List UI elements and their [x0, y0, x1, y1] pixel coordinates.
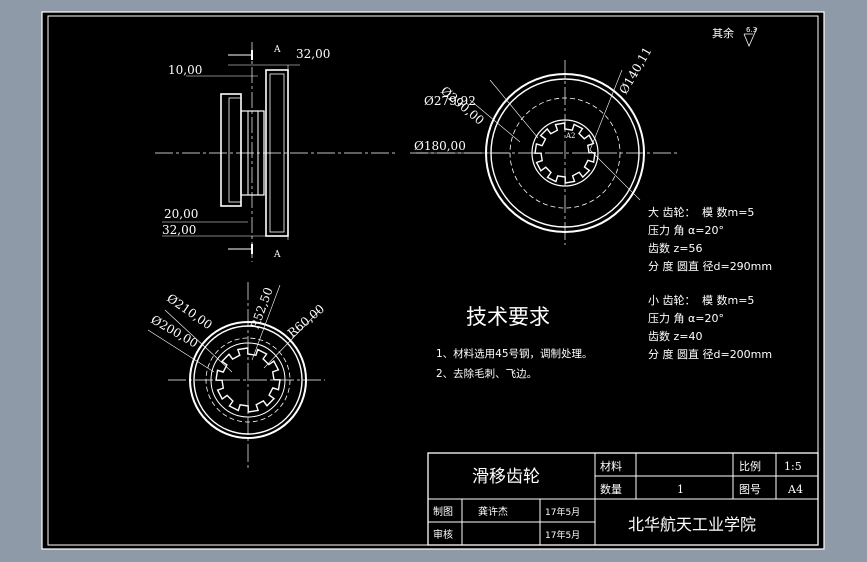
drawn-date: 17年5月	[545, 506, 580, 518]
large-gear-pitch-diameter: 分 度 圆直 径d=290mm	[648, 259, 772, 273]
small-gear-pressure-angle: 压力 角 α=20°	[648, 312, 724, 325]
scale-label: 比例	[739, 459, 761, 473]
small-gear-module: 模 数m=5	[702, 294, 754, 307]
dim-20: 20,00	[164, 207, 198, 221]
dim-32-top: 32,00	[296, 47, 330, 61]
large-gear-spline	[534, 122, 596, 184]
dim-dia-279: Ø279,92	[424, 94, 476, 108]
small-gear-teeth: 齿数 z=40	[648, 330, 702, 343]
large-gear-title: 大 齿轮：	[648, 205, 696, 219]
school-name: 北华航天工业学院	[628, 515, 756, 534]
drawing-no-label: 图号	[739, 483, 761, 496]
small-gear-view	[147, 282, 325, 468]
roughness-symbol	[743, 27, 758, 48]
large-gear-view	[410, 60, 680, 245]
drawing-sheet	[41, 11, 825, 550]
tech-requirement-2: 2、去除毛刺、飞边。	[436, 367, 537, 380]
dim-a2: A2	[565, 132, 576, 140]
small-gear-spline	[215, 347, 281, 413]
small-gear-title: 小 齿轮：	[648, 293, 696, 307]
drawn-label: 制图	[433, 505, 453, 518]
material-label: 材料	[600, 459, 622, 473]
tech-requirement-1: 1、材料选用45号钢，调制处理。	[436, 347, 593, 360]
dim-32-bottom: 32,00	[162, 223, 196, 237]
surface-finish-note: 其余	[712, 26, 734, 40]
quantity-value: 1	[677, 483, 684, 496]
scale-value: 1:5	[784, 460, 802, 473]
large-gear-teeth: 齿数 z=56	[648, 242, 702, 255]
side-section-view	[155, 42, 395, 262]
section-letter-bottom: A	[273, 250, 281, 260]
quantity-label: 数量	[600, 483, 622, 496]
drawing-no-value: A4	[787, 483, 803, 496]
dim-dia-180: Ø180,00	[414, 139, 466, 153]
drawn-name: 龚许杰	[478, 506, 508, 518]
section-letter-top: A	[273, 45, 281, 55]
checked-date: 17年5月	[545, 529, 580, 541]
dim-10: 10,00	[168, 63, 202, 77]
large-gear-pressure-angle: 压力 角 α=20°	[648, 224, 724, 237]
roughness-value: 6.3	[746, 26, 757, 34]
part-name: 滑移齿轮	[472, 467, 540, 487]
tech-requirements-title: 技术要求	[466, 305, 550, 329]
small-gear-pitch-diameter: 分 度 圆直 径d=200mm	[648, 347, 772, 361]
title-block	[427, 452, 819, 546]
large-gear-module: 模 数m=5	[702, 206, 754, 219]
checked-label: 审核	[433, 528, 453, 541]
